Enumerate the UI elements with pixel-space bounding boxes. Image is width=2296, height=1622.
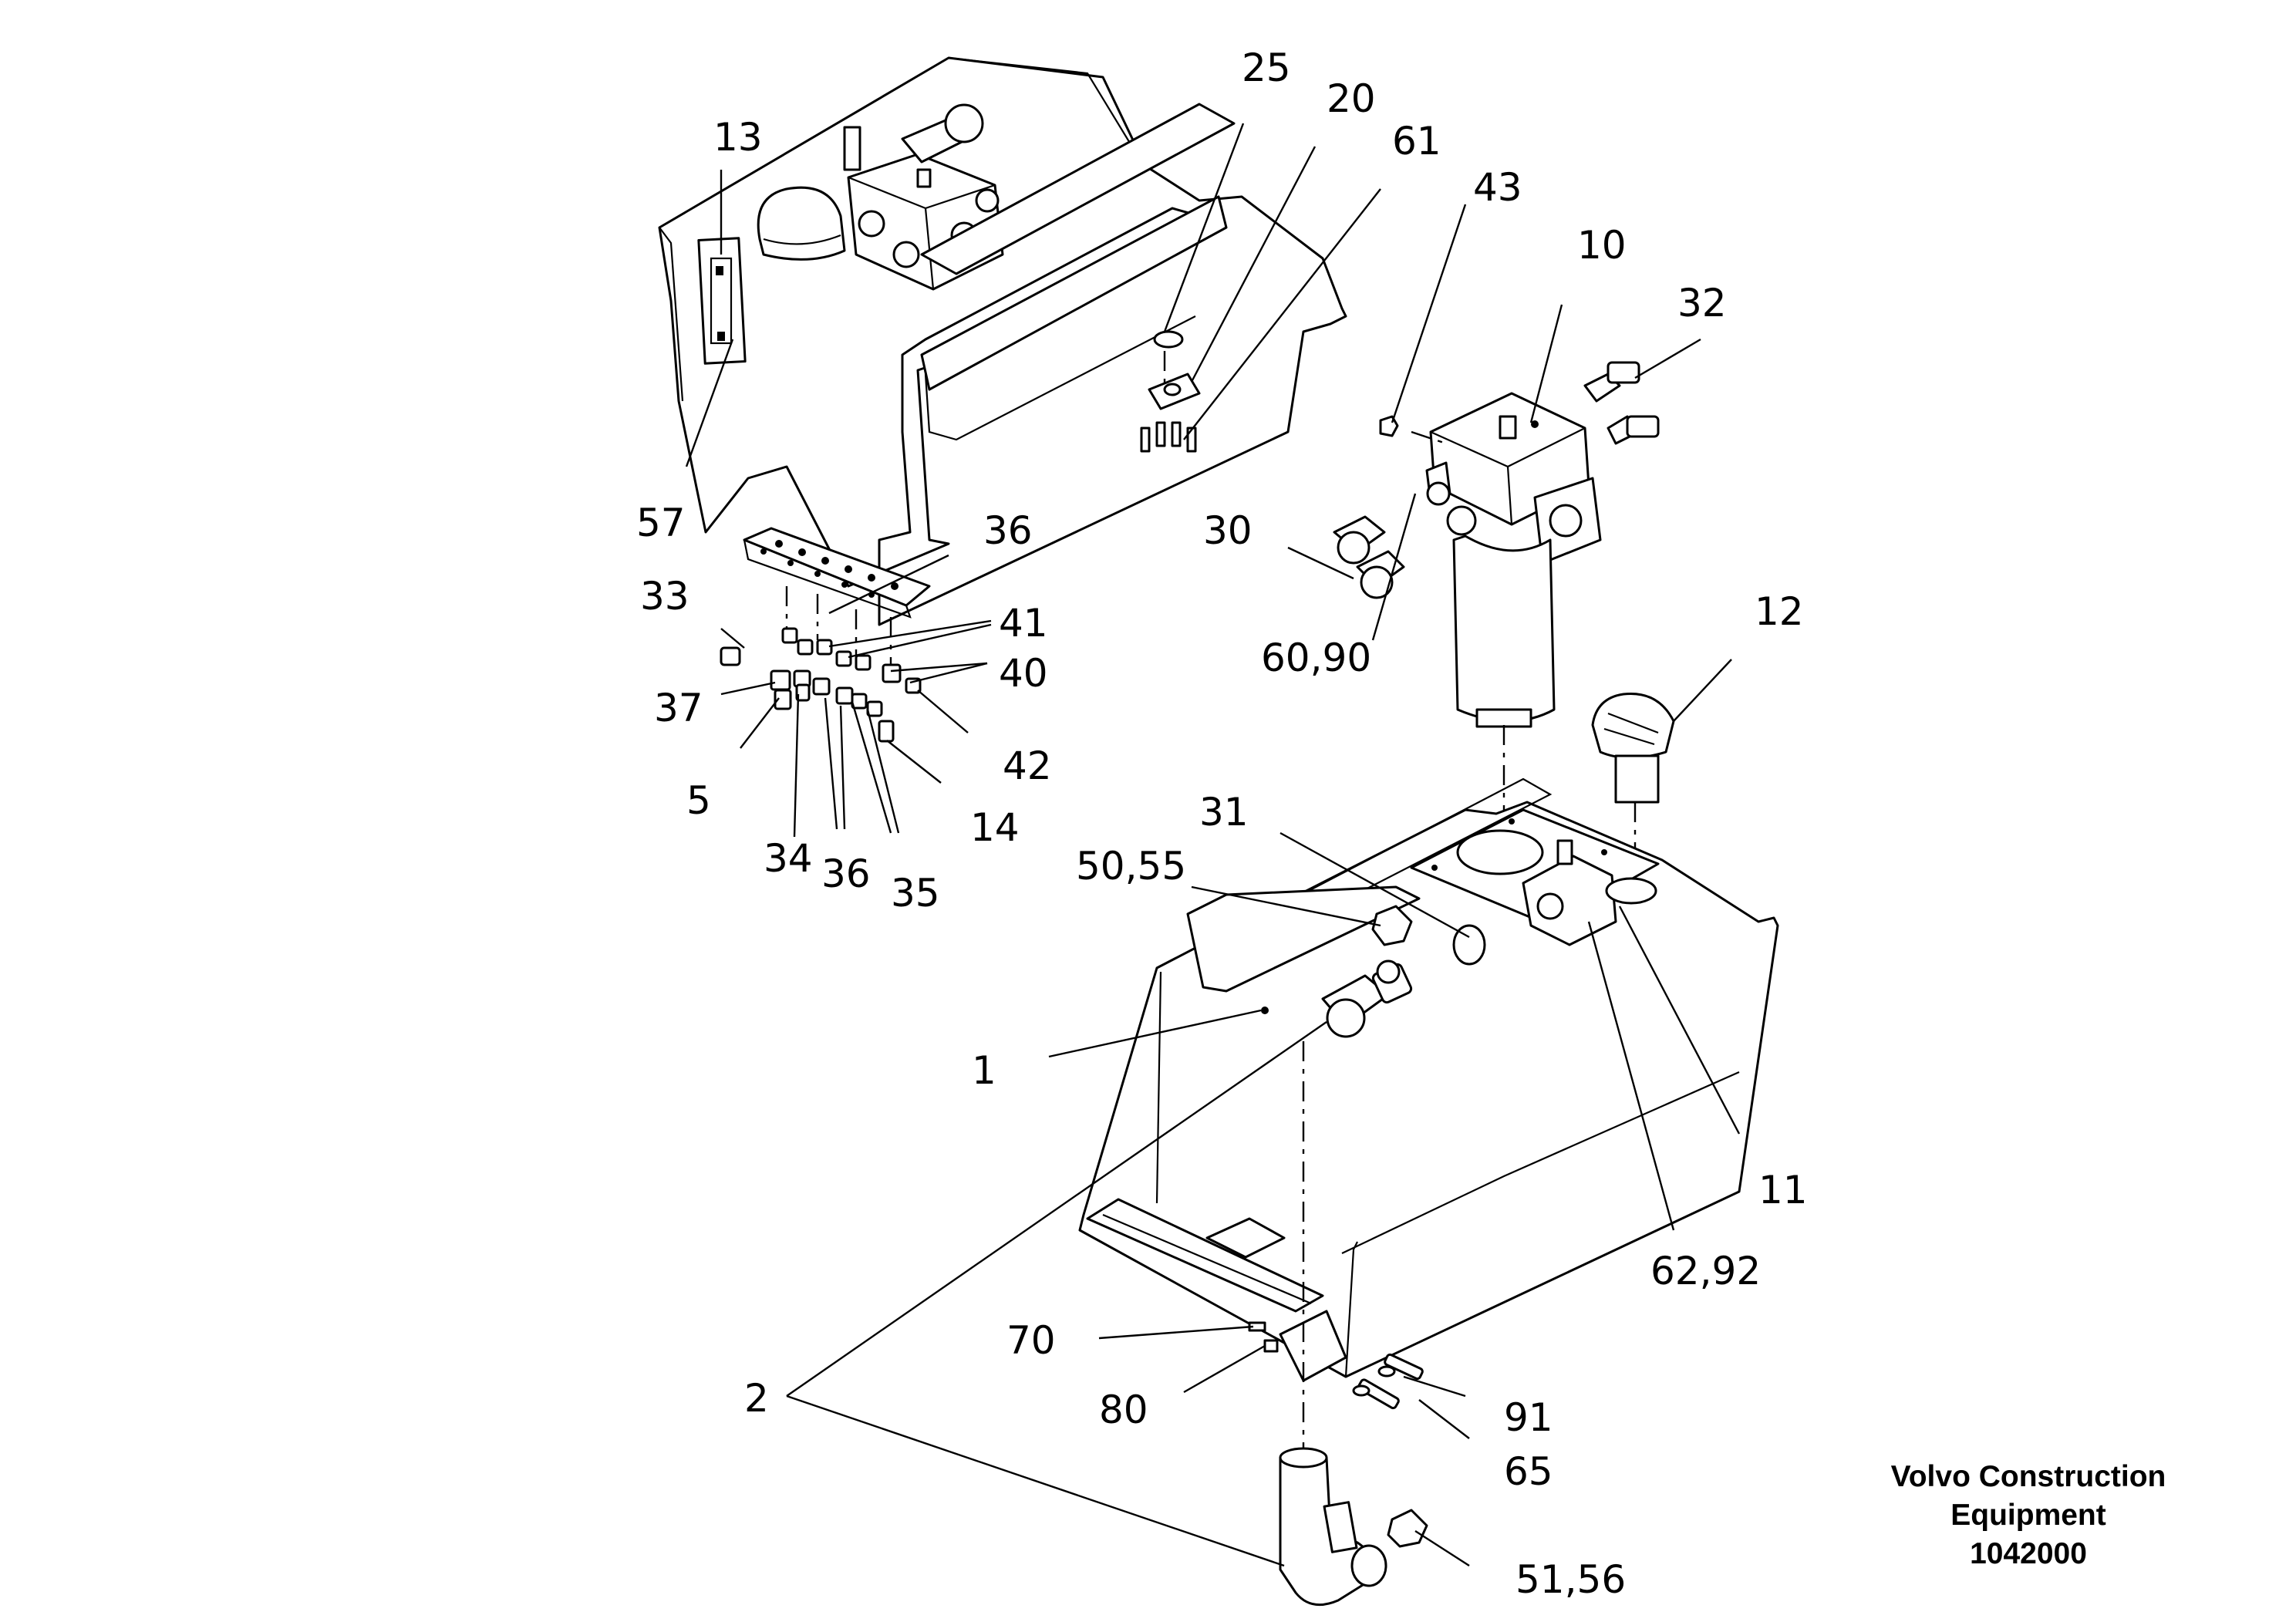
label-35: 35: [891, 871, 940, 916]
leader-lines: [685, 123, 1741, 1567]
label-36-lower: 36: [821, 851, 871, 896]
label-13: 13: [713, 115, 763, 160]
return-filter: [1333, 361, 1660, 848]
label-42: 42: [1003, 744, 1052, 788]
label-62-92: 62,92: [1650, 1249, 1761, 1293]
label-33: 33: [640, 574, 689, 619]
label-11: 11: [1758, 1168, 1808, 1212]
label-32: 32: [1677, 281, 1727, 325]
label-2: 2: [744, 1376, 769, 1421]
upper-tank-assembly: [658, 56, 1347, 626]
label-57: 57: [636, 501, 686, 545]
manufacturer-credit: Volvo Construction Equipment 1042000: [1805, 1458, 2252, 1573]
label-50-55: 50,55: [1076, 844, 1186, 889]
label-70: 70: [1006, 1318, 1056, 1363]
label-31: 31: [1199, 790, 1249, 835]
upper-side-cover: [920, 195, 1228, 391]
credit-company: Volvo Construction: [1890, 1460, 2166, 1493]
lower-pump-block: [1522, 855, 1617, 946]
label-51-56: 51,56: [1515, 1557, 1626, 1602]
label-14: 14: [970, 805, 1020, 850]
elbow-fitting: [1321, 959, 1413, 1038]
label-30: 30: [1203, 508, 1253, 553]
filter-canister: [1452, 534, 1556, 723]
label-91: 91: [1504, 1395, 1553, 1440]
label-65: 65: [1504, 1449, 1553, 1494]
lower-tank-assembly: [1078, 777, 1779, 1450]
credit-company-line2: Equipment: [1950, 1499, 2106, 1532]
label-61: 61: [1392, 119, 1441, 164]
label-36-upper: 36: [983, 508, 1033, 553]
breather-12: [1591, 692, 1675, 879]
upper-breather-cap: [757, 186, 846, 261]
label-12: 12: [1755, 589, 1804, 634]
label-80: 80: [1099, 1388, 1148, 1432]
label-43: 43: [1473, 165, 1522, 210]
label-25: 25: [1242, 46, 1291, 90]
level-gauge: [697, 237, 747, 365]
credit-figure-number: 1042000: [1970, 1537, 2087, 1570]
drain-pipe-assembly: [1248, 1321, 1428, 1607]
label-5: 5: [686, 778, 711, 823]
label-40: 40: [999, 651, 1048, 696]
label-60-90: 60,90: [1261, 636, 1371, 680]
fitting-cluster: [720, 586, 922, 743]
label-34: 34: [764, 836, 813, 881]
upper-cover-plate: [920, 103, 1236, 275]
callout-labels: 13 25 20 61 43 10 32 57 36 30 33 41 40 3…: [636, 46, 1808, 1602]
label-1: 1: [972, 1048, 996, 1093]
label-37: 37: [654, 686, 703, 730]
label-10: 10: [1577, 223, 1627, 268]
label-20: 20: [1327, 76, 1376, 121]
label-41: 41: [999, 601, 1048, 646]
